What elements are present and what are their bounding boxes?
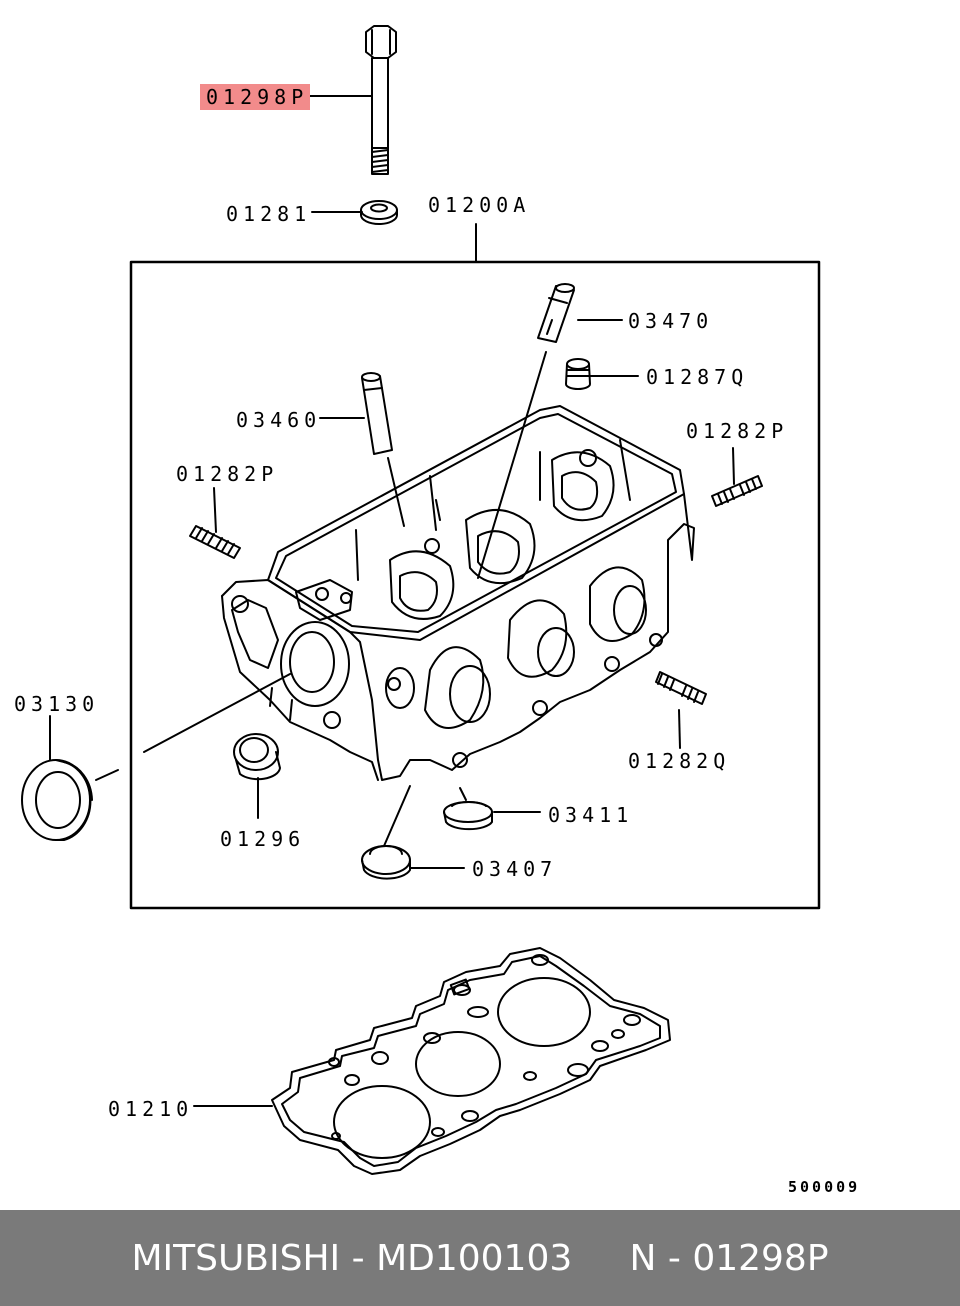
head-bolt	[365, 25, 397, 175]
valve-seat-03411	[443, 800, 493, 831]
label-01287Q[interactable]: 01287Q	[646, 365, 748, 389]
head-gasket	[271, 947, 671, 1175]
label-01282P-left[interactable]: 01282P	[176, 462, 278, 486]
stud-left	[189, 525, 241, 559]
stud-01282Q	[655, 671, 707, 705]
reference-code: 01298P	[692, 1237, 829, 1279]
label-03460[interactable]: 03460	[236, 408, 321, 432]
label-03407[interactable]: 03407	[472, 857, 557, 881]
footer-gap	[572, 1238, 629, 1279]
brand-name: MITSUBISHI	[131, 1237, 341, 1279]
valve-seat-03407	[361, 845, 411, 880]
label-01281[interactable]: 01281	[226, 202, 311, 226]
label-01282Q[interactable]: 01282Q	[628, 749, 730, 773]
valve-stem-seal	[565, 358, 591, 390]
figure-number: 500009	[788, 1178, 860, 1196]
footer-separator: -	[340, 1237, 377, 1279]
plug	[233, 733, 281, 781]
washer	[360, 200, 398, 225]
label-01282P-right[interactable]: 01282P	[686, 419, 788, 443]
stud-right	[711, 475, 763, 507]
label-01210[interactable]: 01210	[108, 1097, 193, 1121]
exploded-parts-diagram: 01298P 01281 01200A 03470 01287Q 03460 0…	[14, 25, 860, 1196]
label-03130[interactable]: 03130	[14, 692, 99, 716]
leader-lines	[49, 95, 735, 1107]
valve-guide-03460	[361, 372, 393, 455]
highlight-box	[200, 84, 310, 110]
part-number: MD100103	[376, 1237, 573, 1279]
label-03411[interactable]: 03411	[548, 803, 633, 827]
valve-guide-03470	[537, 283, 575, 343]
oil-seal	[21, 759, 93, 841]
label-01200A[interactable]: 01200A	[428, 193, 530, 217]
reference-prefix: N -	[629, 1237, 693, 1279]
footer-bar: MITSUBISHI - MD100103 N - 01298P	[0, 1210, 960, 1306]
label-01298P[interactable]: 01298P	[206, 85, 308, 109]
label-01296[interactable]: 01296	[220, 827, 305, 851]
label-03470[interactable]: 03470	[628, 309, 713, 333]
cylinder-head	[221, 405, 695, 781]
